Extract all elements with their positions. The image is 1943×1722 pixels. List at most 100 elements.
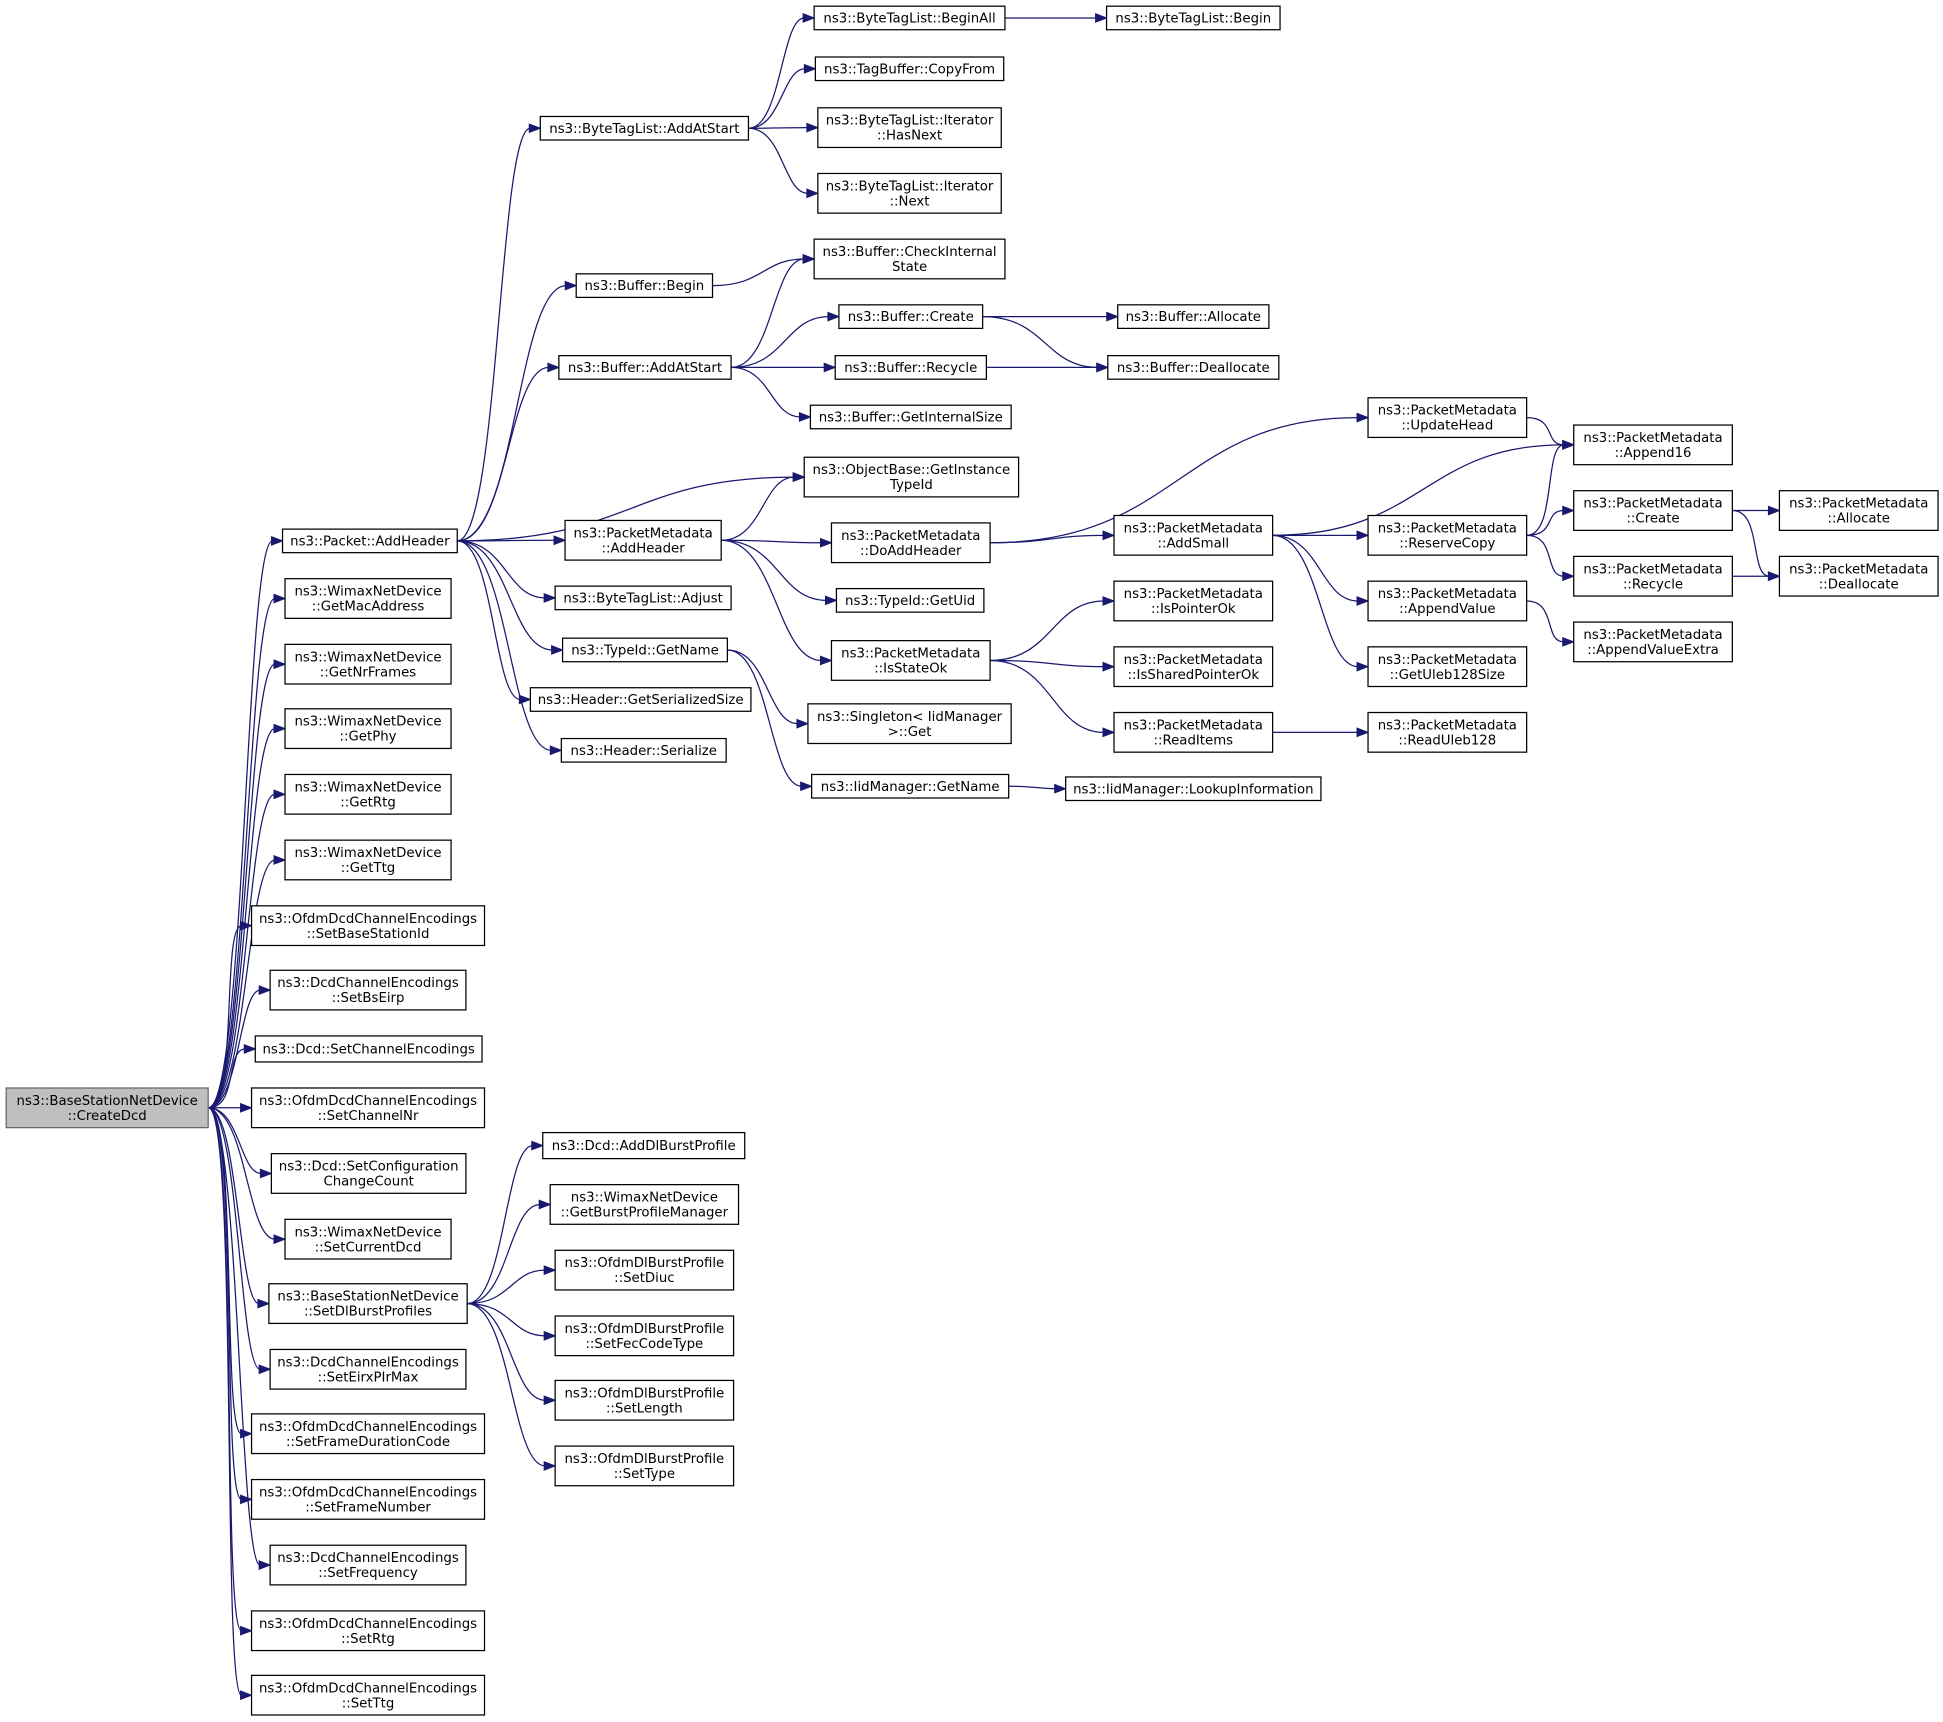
node-typeid_getname[interactable]: ns3::TypeId::GetName <box>561 637 729 663</box>
node-label-pm_appendvalueextra-1: ::AppendValueExtra <box>1587 643 1719 658</box>
arrowhead-btl_addatstart-to-tagbuf_copyfrom <box>803 63 817 74</box>
node-btl_it_hasnext[interactable]: ns3::ByteTagList::Iterator::HasNext <box>817 107 1002 149</box>
node-wnd_getttg[interactable]: ns3::WimaxNetDevice::GetTtg <box>284 839 452 881</box>
node-buf_begin[interactable]: ns3::Buffer::Begin <box>575 273 714 299</box>
node-pm_allocate[interactable]: ns3::PacketMetadata::Allocate <box>1778 490 1939 531</box>
node-label-buf_getinternalsize-0: ns3::Buffer::GetInternalSize <box>819 411 1003 426</box>
node-label-pm_ispointerok-0: ns3::PacketMetadata <box>1124 587 1263 602</box>
node-bsnd_setdlbp[interactable]: ns3::BaseStationNetDevice::SetDlBurstPro… <box>268 1283 468 1325</box>
arrowhead-root-to-dce_seteirx <box>258 1364 272 1375</box>
node-label-typeid_getname-0: ns3::TypeId::GetName <box>571 644 719 659</box>
node-odbp_setlength[interactable]: ns3::OfdmDlBurstProfile::SetLength <box>554 1379 735 1421</box>
node-pm_isstateok[interactable]: ns3::PacketMetadata::IsStateOk <box>830 640 991 681</box>
node-tagbuf_copyfrom[interactable]: ns3::TagBuffer::CopyFrom <box>814 56 1005 82</box>
node-iid_lookupinfo[interactable]: ns3::IidManager::LookupInformation <box>1065 776 1322 802</box>
edge-btl_addatstart-to-tagbuf_copyfrom <box>748 68 806 129</box>
node-odce_setfdc[interactable]: ns3::OfdmDcdChannelEncodings::SetFrameDu… <box>250 1413 486 1455</box>
node-odbp_setdiuc[interactable]: ns3::OfdmDlBurstProfile::SetDiuc <box>554 1249 735 1291</box>
node-pm_addheader[interactable]: ns3::PacketMetadata::AddHeader <box>564 519 722 561</box>
node-odbp_settype[interactable]: ns3::OfdmDlBurstProfile::SetType <box>554 1445 735 1487</box>
node-dce_setfreq[interactable]: ns3::DcdChannelEncodings::SetFrequency <box>269 1544 467 1586</box>
arrowhead-pm_addheader-to-typeid_getuid <box>824 595 838 606</box>
node-pm_readuleb128[interactable]: ns3::PacketMetadata::ReadUleb128 <box>1367 711 1528 753</box>
node-odce_setfn[interactable]: ns3::OfdmDcdChannelEncodings::SetFrameNu… <box>250 1478 486 1520</box>
node-dce_setbseirp[interactable]: ns3::DcdChannelEncodings::SetBsEirp <box>269 969 467 1011</box>
node-pm_append16[interactable]: ns3::PacketMetadata::Append16 <box>1573 424 1733 466</box>
node-hdr_serialize[interactable]: ns3::Header::Serialize <box>560 737 727 763</box>
arrowhead-root-to-wnd_getphy <box>273 723 287 734</box>
arrowhead-buf_addatstart-to-buf_getinternalsize <box>798 412 812 422</box>
node-pm_create[interactable]: ns3::PacketMetadata::Create <box>1573 490 1733 531</box>
node-pm_addsmall[interactable]: ns3::PacketMetadata::AddSmall <box>1113 514 1274 556</box>
node-wnd_getphy[interactable]: ns3::WimaxNetDevice::GetPhy <box>284 708 452 750</box>
node-wnd_getbpm[interactable]: ns3::WimaxNetDevice::GetBurstProfileMana… <box>549 1184 740 1225</box>
node-odce_setttg[interactable]: ns3::OfdmDcdChannelEncodings::SetTtg <box>250 1674 486 1716</box>
node-wnd_getrtg[interactable]: ns3::WimaxNetDevice::GetRtg <box>284 773 452 815</box>
node-pm_doaddheader[interactable]: ns3::PacketMetadata::DoAddHeader <box>830 522 991 564</box>
node-pm_deallocate[interactable]: ns3::PacketMetadata::Deallocate <box>1778 555 1939 597</box>
node-buf_addatstart[interactable]: ns3::Buffer::AddAtStart <box>558 355 732 380</box>
node-pm_readitems[interactable]: ns3::PacketMetadata::ReadItems <box>1113 711 1274 753</box>
node-box-dcd_setconfcc <box>270 1153 467 1194</box>
node-label-odce_setfn-1: ::SetFrameNumber <box>305 1500 431 1515</box>
node-label-pm_doaddheader-1: ::DoAddHeader <box>860 544 962 559</box>
node-wnd_getmac[interactable]: ns3::WimaxNetDevice::GetMacAddress <box>284 578 452 619</box>
node-label-odce_setttg-0: ns3::OfdmDcdChannelEncodings <box>259 1681 477 1696</box>
node-label-odce_setbsid-1: ::SetBaseStationId <box>307 927 430 942</box>
node-label-odbp_settype-0: ns3::OfdmDlBurstProfile <box>564 1452 724 1467</box>
node-label-iid_getname-0: ns3::IidManager::GetName <box>821 780 1000 795</box>
node-buf_recycle[interactable]: ns3::Buffer::Recycle <box>834 355 987 380</box>
node-odce_setbsid[interactable]: ns3::OfdmDcdChannelEncodings::SetBaseSta… <box>250 905 486 947</box>
node-root[interactable]: ns3::BaseStationNetDevice::CreateDcd <box>5 1087 209 1129</box>
node-pm_ispointerok[interactable]: ns3::PacketMetadata::IsPointerOk <box>1113 580 1274 622</box>
node-box-btl_begin <box>1105 5 1281 31</box>
node-pkt_addheader[interactable]: ns3::Packet::AddHeader <box>281 528 458 554</box>
node-buf_allocate[interactable]: ns3::Buffer::Allocate <box>1117 304 1270 330</box>
node-btl_addatstart[interactable]: ns3::ByteTagList::AddAtStart <box>539 115 750 141</box>
node-btl_begin[interactable]: ns3::ByteTagList::Begin <box>1105 5 1281 31</box>
edge-root-to-odce_setttg <box>207 1107 243 1696</box>
node-pm_recycle[interactable]: ns3::PacketMetadata::Recycle <box>1573 555 1733 597</box>
edge-pm_reservecopy-to-pm_create <box>1526 509 1564 536</box>
node-label-odce_setfdc-1: ::SetFrameDurationCode <box>286 1435 450 1450</box>
node-label-btl_adjust-0: ns3::ByteTagList::Adjust <box>563 591 722 606</box>
node-wnd_setcurdcd[interactable]: ns3::WimaxNetDevice::SetCurrentDcd <box>284 1218 452 1260</box>
node-wnd_getnrframes[interactable]: ns3::WimaxNetDevice::GetNrFrames <box>284 643 452 685</box>
arrowhead-root-to-wnd_getttg <box>273 855 287 865</box>
node-btl_adjust[interactable]: ns3::ByteTagList::Adjust <box>554 585 732 611</box>
node-pm_appendvalue[interactable]: ns3::PacketMetadata::AppendValue <box>1367 580 1528 622</box>
edge-pm_appendvalue-to-pm_appendvalueextra <box>1526 600 1564 643</box>
node-odce_setrtg[interactable]: ns3::OfdmDcdChannelEncodings::SetRtg <box>250 1610 486 1652</box>
node-pm_appendvalueextra[interactable]: ns3::PacketMetadata::AppendValueExtra <box>1573 621 1733 663</box>
node-buf_deallocate[interactable]: ns3::Buffer::Deallocate <box>1107 355 1280 380</box>
node-dcd_adddlbp[interactable]: ns3::Dcd::AddDlBurstProfile <box>542 1131 746 1160</box>
node-pm_reservecopy[interactable]: ns3::PacketMetadata::ReserveCopy <box>1367 514 1528 556</box>
node-buf_create[interactable]: ns3::Buffer::Create <box>838 304 984 330</box>
node-dcd_setchenc[interactable]: ns3::Dcd::SetChannelEncodings <box>254 1035 483 1063</box>
node-buf_getinternalsize[interactable]: ns3::Buffer::GetInternalSize <box>809 404 1012 430</box>
node-pm_updatehead[interactable]: ns3::PacketMetadata::UpdateHead <box>1367 397 1528 439</box>
node-iid_getname[interactable]: ns3::IidManager::GetName <box>811 773 1010 799</box>
edge-root-to-wnd_getmac <box>207 597 276 1109</box>
node-hdr_getsersize[interactable]: ns3::Header::GetSerializedSize <box>529 687 752 712</box>
node-pm_issharedpointerok[interactable]: ns3::PacketMetadata::IsSharedPointerOk <box>1113 646 1274 688</box>
node-pm_getuleb128size[interactable]: ns3::PacketMetadata::GetUleb128Size <box>1367 646 1528 688</box>
node-box-pm_doaddheader <box>830 522 991 564</box>
node-singleton_get[interactable]: ns3::Singleton< IidManager>::Get <box>807 703 1012 745</box>
node-label-btl_addatstart-0: ns3::ByteTagList::AddAtStart <box>549 122 739 137</box>
node-odbp_setfec[interactable]: ns3::OfdmDlBurstProfile::SetFecCodeType <box>554 1315 735 1357</box>
node-label-odbp_setdiuc-0: ns3::OfdmDlBurstProfile <box>564 1256 724 1271</box>
node-label-pm_issharedpointerok-1: ::IsSharedPointerOk <box>1128 668 1260 683</box>
node-btl_beginall[interactable]: ns3::ByteTagList::BeginAll <box>813 5 1006 31</box>
node-typeid_getuid[interactable]: ns3::TypeId::GetUid <box>835 587 985 613</box>
node-odce_setchnr[interactable]: ns3::OfdmDcdChannelEncodings::SetChannel… <box>250 1087 486 1129</box>
node-dce_seteirx[interactable]: ns3::DcdChannelEncodings::SetEirxPIrMax <box>269 1348 467 1390</box>
node-box-btl_beginall <box>813 5 1006 31</box>
arrowhead-buf_create-to-buf_allocate <box>1106 311 1120 322</box>
node-box-dcd_setchenc <box>254 1035 483 1063</box>
node-box-odce_setbsid <box>250 905 486 947</box>
node-btl_it_next[interactable]: ns3::ByteTagList::Iterator::Next <box>817 172 1002 214</box>
